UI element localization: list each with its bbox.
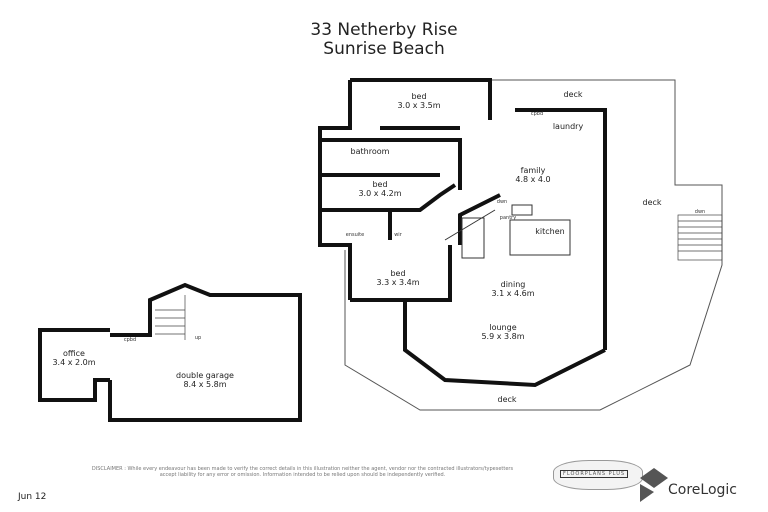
stairs-right-dwn-label: dwn — [695, 209, 705, 215]
room-family-size: 4.8 x 4.0 — [515, 175, 550, 184]
room-dining-label: dining — [501, 280, 526, 289]
corelogic-brand: CoreLogic — [668, 482, 737, 498]
deck-top-label: deck — [563, 90, 582, 99]
plan-title-suburb: Sunrise Beach — [323, 39, 445, 59]
garage-walls — [38, 282, 302, 422]
room-wir-label: wir — [394, 232, 402, 238]
garage-up-label: up — [195, 335, 201, 341]
deck-right-label: deck — [642, 198, 661, 207]
room-bed1-size: 3.0 x 3.5m — [397, 101, 440, 110]
room-bed1-label: bed — [411, 92, 426, 101]
deck-outline — [344, 79, 723, 411]
kitchen-fittings — [444, 204, 571, 259]
room-dining-size: 3.1 x 4.6m — [491, 289, 534, 298]
room-garage-size: 8.4 x 5.8m — [183, 380, 226, 389]
room-pantry-label: pantry — [500, 215, 516, 221]
room-ensuite-label: ensuite — [346, 232, 364, 238]
disclaimer-text: DISCLAIMER : While every endeavour has b… — [91, 466, 514, 478]
room-lounge-size: 5.9 x 3.8m — [481, 332, 524, 341]
stairs-dwn-label: dwn — [497, 199, 507, 205]
room-lounge-label: lounge — [489, 323, 516, 332]
room-bed2-size: 3.0 x 4.2m — [358, 189, 401, 198]
room-bed3-label: bed — [390, 269, 405, 278]
garage-cpbd-label: cpbd — [124, 337, 136, 343]
room-cpbd-label: cpbd — [531, 111, 543, 117]
room-family-label: family — [521, 166, 546, 175]
stairs-right — [677, 214, 723, 261]
room-bed3-size: 3.3 x 3.4m — [376, 278, 419, 287]
room-bathroom-label: bathroom — [351, 147, 390, 156]
garage-stairs — [155, 295, 186, 340]
room-garage-label: double garage — [176, 371, 234, 380]
plan-title-address: 33 Netherby Rise — [310, 20, 458, 40]
room-bed2-label: bed — [372, 180, 387, 189]
floorplans-plus-logo: FLOORPLANS PLUS — [553, 460, 643, 490]
corelogic-logo-icon — [640, 468, 668, 502]
room-laundry-label: laundry — [553, 122, 584, 131]
room-office-size: 3.4 x 2.0m — [52, 358, 95, 367]
room-office-label: office — [63, 349, 85, 358]
main-walls — [318, 78, 607, 388]
floorplans-plus-logo-text: FLOORPLANS PLUS — [560, 470, 628, 478]
date-label: Jun 12 — [18, 492, 47, 502]
deck-bottom-label: deck — [497, 395, 516, 404]
room-kitchen-label: kitchen — [535, 227, 564, 236]
